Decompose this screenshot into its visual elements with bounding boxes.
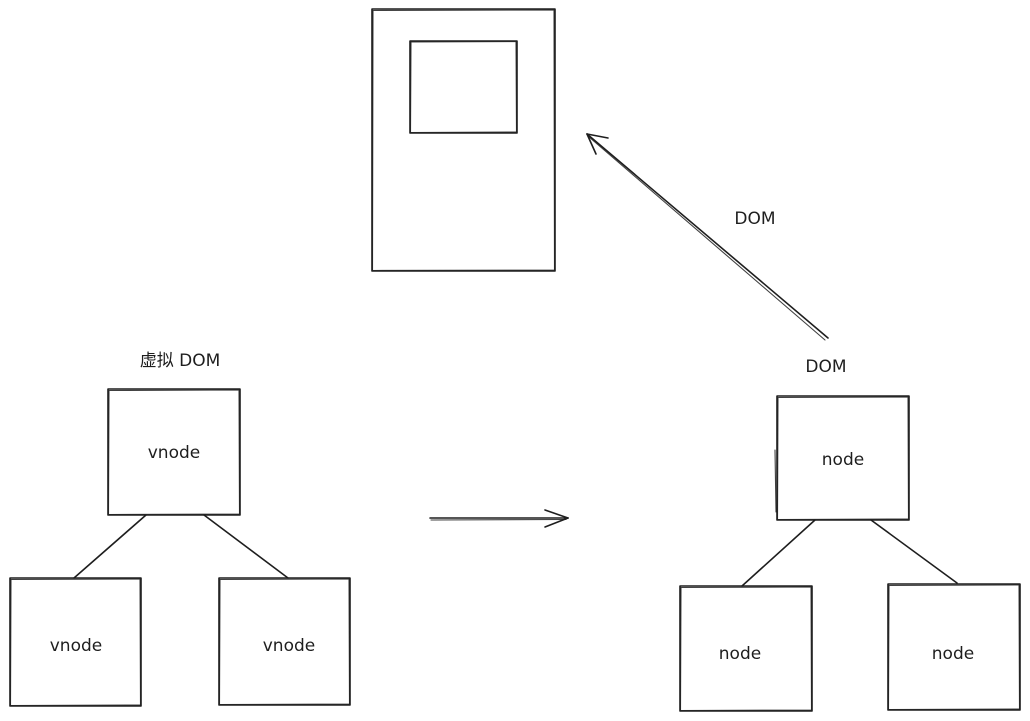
node-root-box [774,395,910,521]
vnode-left-connector [73,514,147,579]
vnode-root-box [107,388,241,516]
vnode-right-label: vnode [263,636,316,656]
node-left-label: node [719,644,761,664]
page-window [371,8,556,272]
conversion-arrow [429,509,569,528]
dom-mount-label: DOM [734,209,775,229]
vnode-left-label: vnode [50,636,103,656]
node-left-connector [741,519,816,587]
vnode-left-box [9,577,142,707]
dom-tree-title: DOM [805,357,846,377]
node-right-label: node [932,644,974,664]
node-root-label: node [822,450,864,470]
vnode-root-label: vnode [148,443,201,463]
virtual-dom-title: 虚拟 DOM [140,351,221,371]
vnode-right-box [218,577,351,706]
vnode-right-connector [203,514,289,579]
node-right-box [887,583,1021,711]
node-right-connector [870,519,958,584]
page-inner-box [409,40,518,134]
render-arrow [586,133,829,341]
node-left-box [679,585,813,712]
